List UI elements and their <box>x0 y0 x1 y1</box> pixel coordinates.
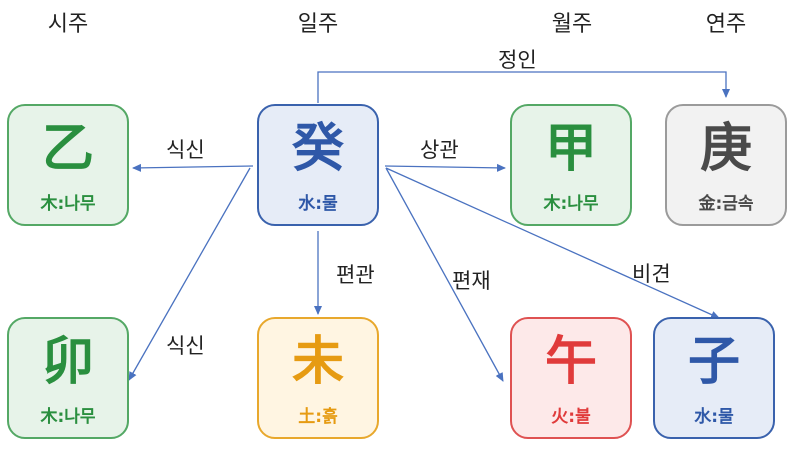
header-year-pillar: 연주 <box>705 12 747 37</box>
edge-to-hour-branch <box>128 167 251 381</box>
edge-to-year-branch <box>385 167 720 319</box>
hanja-glyph: 子 <box>687 331 740 392</box>
element-label: 木:나무 <box>543 193 599 214</box>
card-month-branch: 午 火:불 <box>510 317 632 439</box>
edge-to-hour-stem <box>132 163 254 172</box>
card-day-stem: 癸 水:물 <box>257 104 379 226</box>
relation-label-jeongin: 정인 <box>498 48 537 72</box>
relation-label-siksin-branch: 식신 <box>166 334 205 358</box>
relation-label-siksin-stem: 식신 <box>166 138 205 162</box>
edge-to-year-stem <box>317 71 730 103</box>
element-label: 水:물 <box>298 193 338 214</box>
header-day-pillar: 일주 <box>297 12 339 37</box>
card-day-branch: 未 土:흙 <box>257 317 379 439</box>
relation-label-bigyeon: 비견 <box>632 262 671 286</box>
hanja-glyph: 午 <box>544 331 597 392</box>
element-label: 土:흙 <box>298 406 338 427</box>
header-hour-pillar: 시주 <box>47 12 89 37</box>
element-label: 金:금속 <box>698 193 754 214</box>
hanja-glyph: 未 <box>291 331 344 392</box>
element-label: 水:물 <box>694 406 734 427</box>
header-month-pillar: 월주 <box>551 12 593 37</box>
card-year-branch: 子 水:물 <box>653 317 775 439</box>
element-label: 火:불 <box>551 406 591 427</box>
relation-label-sanggwan: 상관 <box>420 138 459 162</box>
edge-to-month-branch <box>385 167 504 382</box>
relation-label-pyeongwan: 편관 <box>336 263 375 287</box>
card-month-stem: 甲 木:나무 <box>510 104 632 226</box>
hanja-glyph: 癸 <box>291 118 344 179</box>
card-hour-stem: 乙 木:나무 <box>7 104 129 226</box>
element-label: 木:나무 <box>40 406 96 427</box>
card-year-stem: 庚 金:금속 <box>665 104 787 226</box>
hanja-glyph: 庚 <box>699 118 752 179</box>
hanja-glyph: 卯 <box>41 331 94 392</box>
card-hour-branch: 卯 木:나무 <box>7 317 129 439</box>
element-label: 木:나무 <box>40 193 96 214</box>
relation-label-pyeonjae: 편재 <box>452 269 491 293</box>
edge-to-month-stem <box>384 163 506 172</box>
hanja-glyph: 甲 <box>544 118 597 179</box>
hanja-glyph: 乙 <box>41 118 94 179</box>
